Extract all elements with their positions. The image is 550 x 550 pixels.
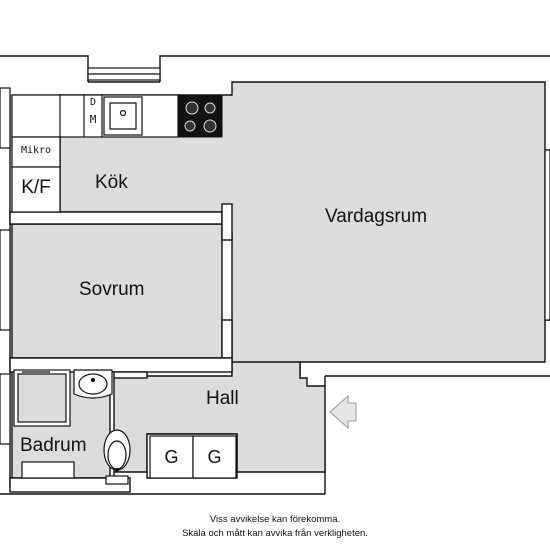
wardrobe-label-2: G (207, 447, 222, 467)
dishwasher-label: D (89, 97, 97, 108)
microwave-label: Mikro (20, 145, 52, 156)
bathroom-fixtures (13, 369, 131, 485)
disclaimer-line-2: Skala och mått kan avvika från verklighe… (182, 528, 368, 539)
room-label-bathroom: Badrum (20, 435, 87, 456)
fridge-freezer-label: K/F (21, 177, 51, 198)
disclaimer: Viss avvikelse kan förekomma. Skala och … (120, 513, 430, 541)
room-label-living-room: Vardagsrum (325, 206, 428, 227)
entrance-arrow (329, 394, 357, 430)
wardrobe-label-1: G (164, 447, 179, 467)
stove (177, 94, 223, 138)
wardrobes (149, 435, 237, 479)
room-label-bedroom: Sovrum (79, 279, 145, 300)
kitchen-counter (11, 94, 179, 213)
disclaimer-line-1: Viss avvikelse kan förekomma. (209, 514, 341, 525)
microwave-letter-label: M (89, 113, 97, 126)
windows (0, 67, 550, 445)
room-label-kitchen: Kök (95, 172, 128, 193)
room-label-hall: Hall (206, 388, 239, 409)
